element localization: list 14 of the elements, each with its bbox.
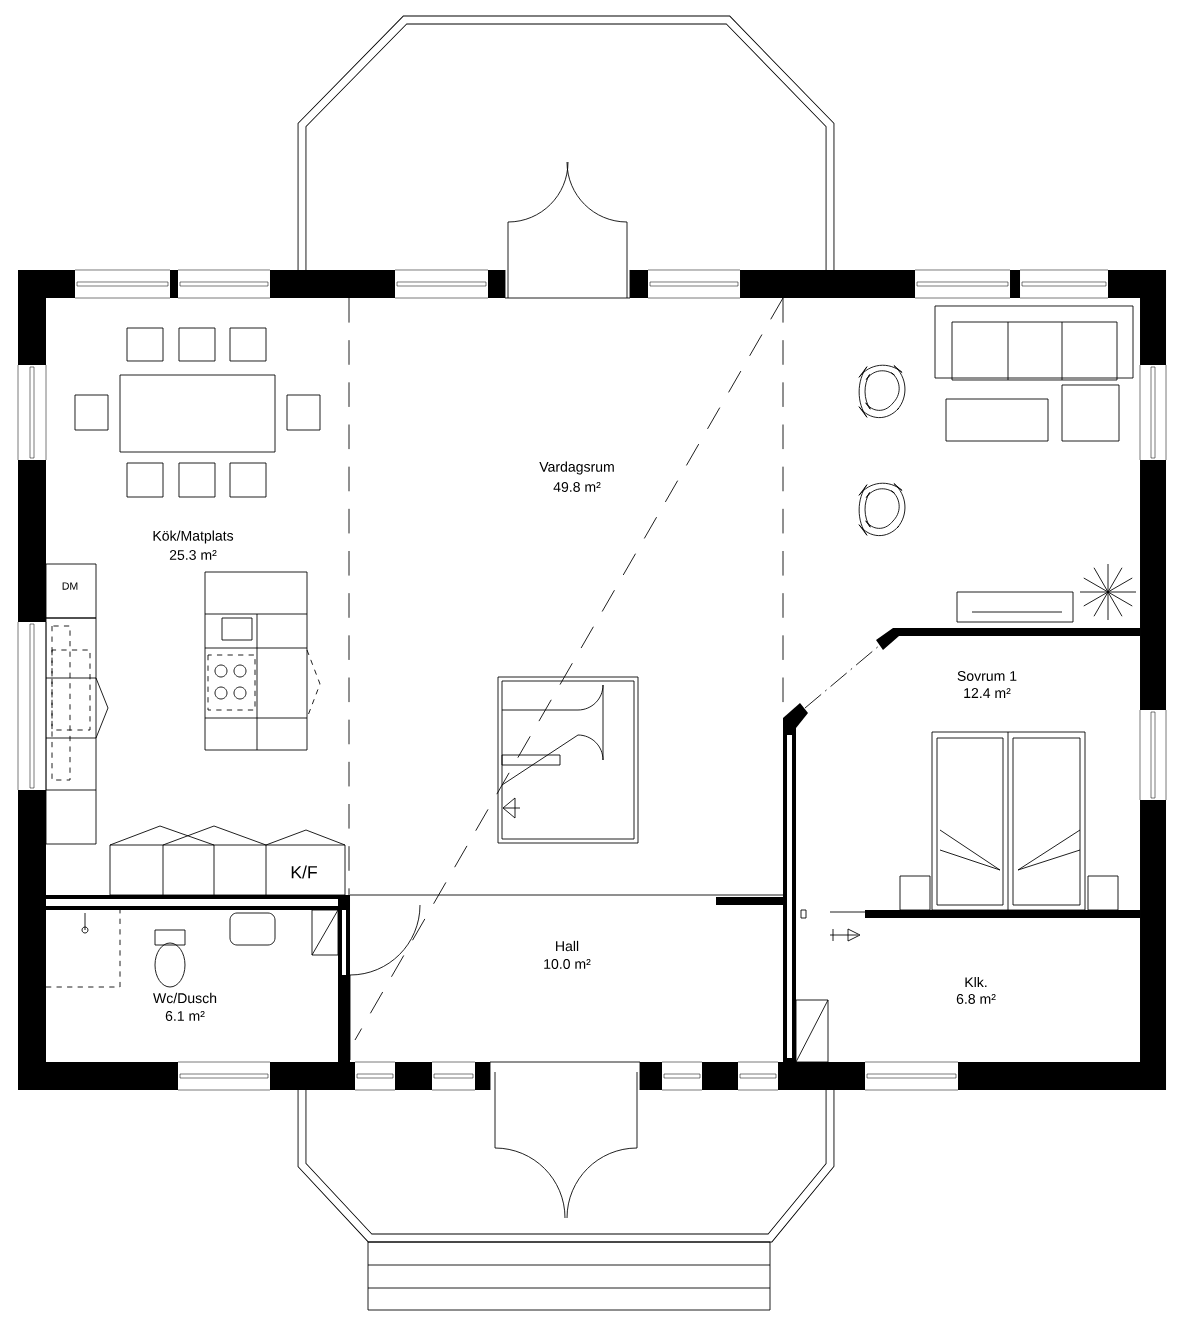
room-area: 6.8 m² [956, 994, 996, 1004]
room-name: Klk. [965, 976, 987, 988]
room-name: Sovrum 1 [957, 671, 1017, 681]
room-area: 10.0 m² [544, 959, 591, 969]
room-name: Hall [556, 940, 579, 952]
room-name: Vardagsrum [539, 461, 614, 475]
room-area: 6.1 m² [165, 1011, 205, 1021]
appliance-label: K/F [291, 865, 317, 879]
room-area: 49.8 m² [553, 482, 601, 492]
room-area: 25.3 m² [169, 550, 217, 560]
appliance-label: DM [62, 582, 78, 590]
room-name: Kök/Matplats [153, 530, 234, 544]
room-area: 12.4 m² [964, 688, 1011, 698]
room-name: Wc/Dusch [153, 992, 217, 1004]
